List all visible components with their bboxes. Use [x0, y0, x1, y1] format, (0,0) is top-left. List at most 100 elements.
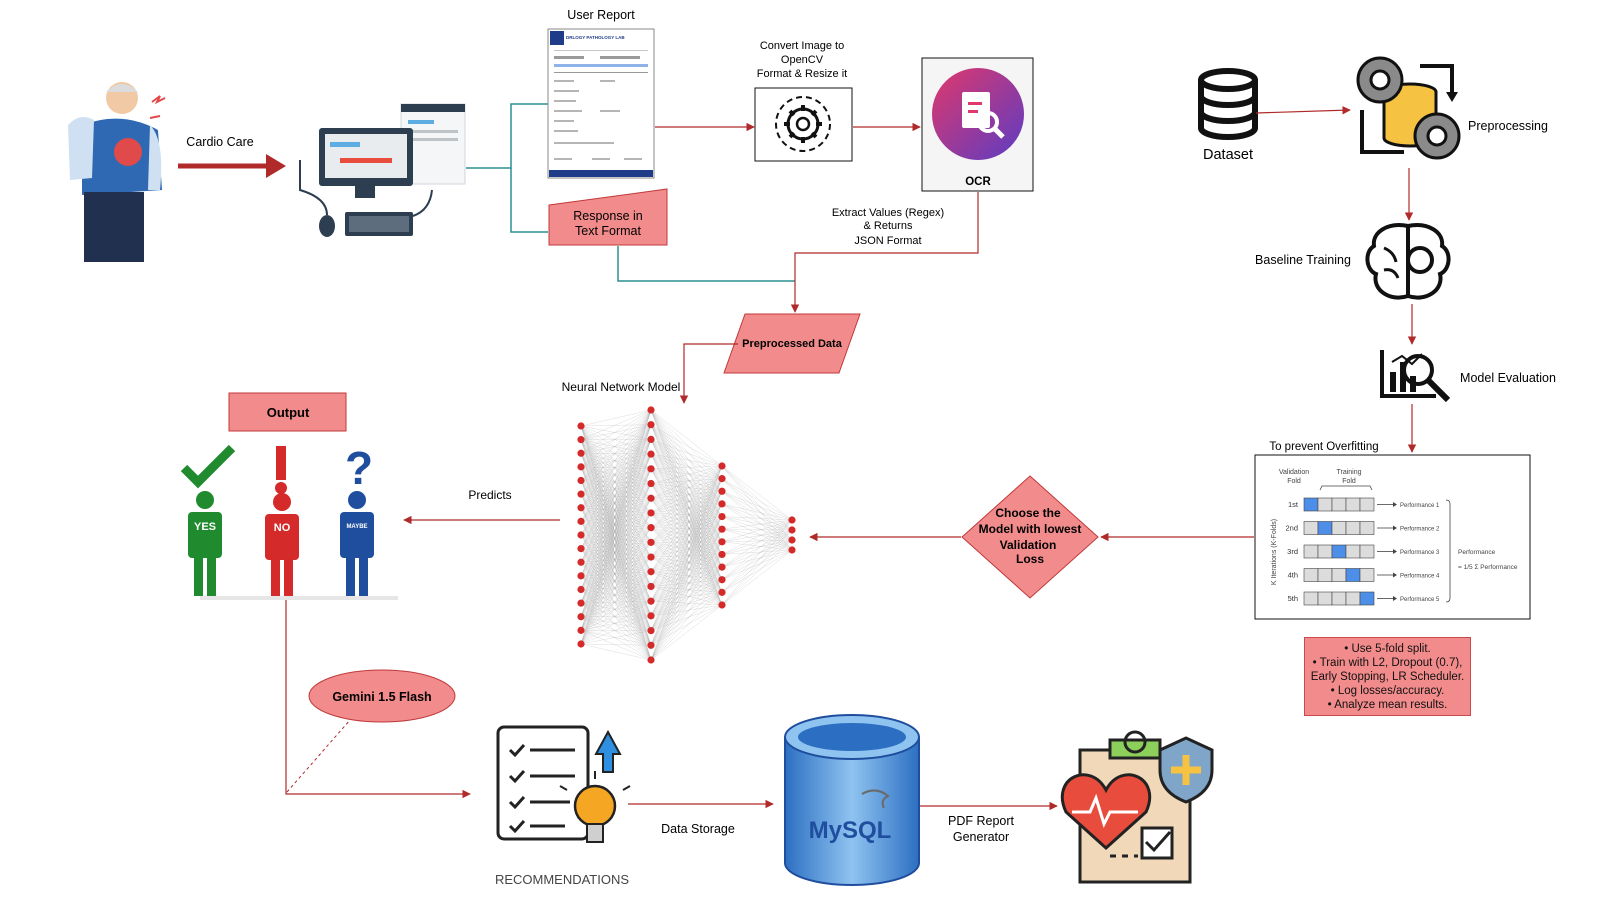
- output-box: [228, 392, 347, 432]
- neuron-node: [718, 576, 726, 584]
- kfold-performance-label: Performance 3: [1400, 550, 1440, 556]
- neuron-node: [577, 449, 585, 457]
- preprocessed-data-shape: [723, 313, 861, 374]
- neuron-node: [647, 641, 655, 649]
- neuron-node: [577, 436, 585, 444]
- yes-person-icon: YES: [180, 444, 236, 596]
- training-fold-cell: [1345, 521, 1361, 535]
- neuron-node: [577, 626, 585, 634]
- choose-model-diamond: [961, 475, 1099, 599]
- kfold-summary-formula: = 1/5 Σ Performance: [1458, 564, 1518, 571]
- training-fold-cell: [1359, 521, 1375, 535]
- maybe-person-icon: ? MAYBE: [340, 442, 374, 596]
- preprocessed-data-label: Preprocessed Data: [742, 338, 843, 350]
- kfold-performance-label: Performance 2: [1400, 527, 1440, 533]
- kfold-row-label: 2nd: [1285, 524, 1298, 533]
- neuron-node: [577, 476, 585, 485]
- mysql-label: MySQL: [809, 817, 892, 844]
- neuron-node: [718, 550, 726, 559]
- model-evaluation-label: Model Evaluation: [1460, 371, 1556, 385]
- neuron-node: [647, 626, 655, 635]
- neuron-node: [577, 572, 585, 580]
- yes-label: YES: [194, 521, 216, 533]
- training-note-item: • Analyze mean results.: [1327, 699, 1448, 711]
- neuron-node: [788, 546, 796, 554]
- neuron-node: [647, 479, 655, 488]
- gemini-ellipse: [308, 669, 456, 723]
- kfold-performance-label: Performance 4: [1400, 574, 1440, 580]
- neural-network-label: Neural Network Model: [562, 380, 681, 394]
- response-text-line-1: Response in: [573, 209, 643, 223]
- neuron-node: [788, 516, 796, 524]
- neuron-node: [577, 504, 585, 512]
- kfold-row-label: 4th: [1288, 571, 1298, 580]
- neuron-node: [647, 406, 655, 414]
- neuron-node: [647, 582, 655, 591]
- convert-image-line-2: OpenCV: [781, 54, 824, 66]
- validation-fold-cell: [1317, 521, 1333, 535]
- neuron-node: [577, 613, 585, 621]
- ocr-icon: [932, 68, 1024, 160]
- neuron-node: [647, 597, 655, 605]
- neuron-node: [718, 601, 726, 609]
- user-report-label: User Report: [567, 8, 635, 22]
- neuron-node: [577, 585, 585, 594]
- choose-model-line-1: Choose the: [995, 506, 1061, 520]
- extract-values-line-2: & Returns: [864, 220, 913, 232]
- choose-model-line-4: Loss: [1016, 552, 1044, 566]
- computer-icon: [299, 103, 466, 237]
- validation-fold-cell: [1303, 497, 1319, 512]
- validation-fold-line-2: Fold: [1287, 478, 1301, 485]
- ocr-label: OCR: [965, 176, 991, 188]
- maybe-label: MAYBE: [346, 524, 367, 530]
- training-fold-cell: [1331, 521, 1347, 535]
- baseline-training-label: Baseline Training: [1255, 253, 1351, 267]
- choose-model-line-2: Model with lowest: [979, 522, 1082, 536]
- medical-report-icon: [1060, 730, 1214, 884]
- training-fold-cell: [1331, 591, 1347, 606]
- no-person-icon: NO: [265, 446, 299, 598]
- neuron-node: [577, 531, 585, 539]
- pdf-report-line-1: PDF Report: [948, 814, 1015, 828]
- neuron-node: [647, 568, 655, 576]
- training-fold-cell: [1303, 568, 1319, 582]
- training-note-item: • Train with L2, Dropout (0.7),: [1312, 657, 1463, 669]
- kfold-axis-label: K Iterations (K-Folds): [1271, 519, 1278, 585]
- neuron-node: [647, 509, 655, 517]
- database-icon: [1198, 68, 1258, 140]
- neuron-node: [788, 536, 796, 544]
- training-notes-box: • Use 5-fold split. • Train with L2, Dro…: [1304, 637, 1471, 716]
- training-note-item: • Log losses/accuracy.: [1330, 685, 1445, 697]
- gemini-label: Gemini 1.5 Flash: [332, 690, 431, 704]
- kfold-row-label: 5th: [1288, 594, 1298, 603]
- cardio-care-label: Cardio Care: [186, 135, 253, 149]
- neuron-node: [577, 545, 585, 553]
- training-fold-cell: [1317, 568, 1333, 582]
- recommendations-label: RECOMMENDATIONS: [495, 872, 629, 887]
- neuron-node: [577, 490, 585, 498]
- training-fold-cell: [1345, 497, 1361, 512]
- kfold-performance-label: Performance 1: [1400, 503, 1440, 509]
- dataset-label: Dataset: [1203, 147, 1253, 163]
- neuron-node: [718, 525, 726, 533]
- neuron-node: [647, 465, 655, 473]
- neuron-node: [647, 450, 655, 458]
- neuron-node: [647, 421, 655, 429]
- neuron-node: [647, 435, 655, 444]
- neuron-node: [647, 524, 655, 532]
- neuron-node: [647, 494, 655, 502]
- extract-values-line-1: Extract Values (Regex): [832, 207, 944, 219]
- neuron-node: [577, 640, 585, 648]
- neuron-node: [647, 553, 655, 561]
- training-fold-cell: [1317, 591, 1333, 606]
- data-storage-label: Data Storage: [661, 822, 735, 836]
- kfold-summary-label: Performance: [1458, 549, 1496, 556]
- gears-preprocessing-icon: [1356, 56, 1461, 160]
- training-fold-line-1: Training: [1336, 469, 1361, 476]
- training-note-item: • Use 5-fold split.: [1344, 643, 1431, 655]
- patient-illustration: [68, 82, 166, 262]
- convert-image-box: [754, 87, 853, 162]
- training-fold-cell: [1317, 497, 1333, 512]
- neuron-node: [718, 538, 726, 546]
